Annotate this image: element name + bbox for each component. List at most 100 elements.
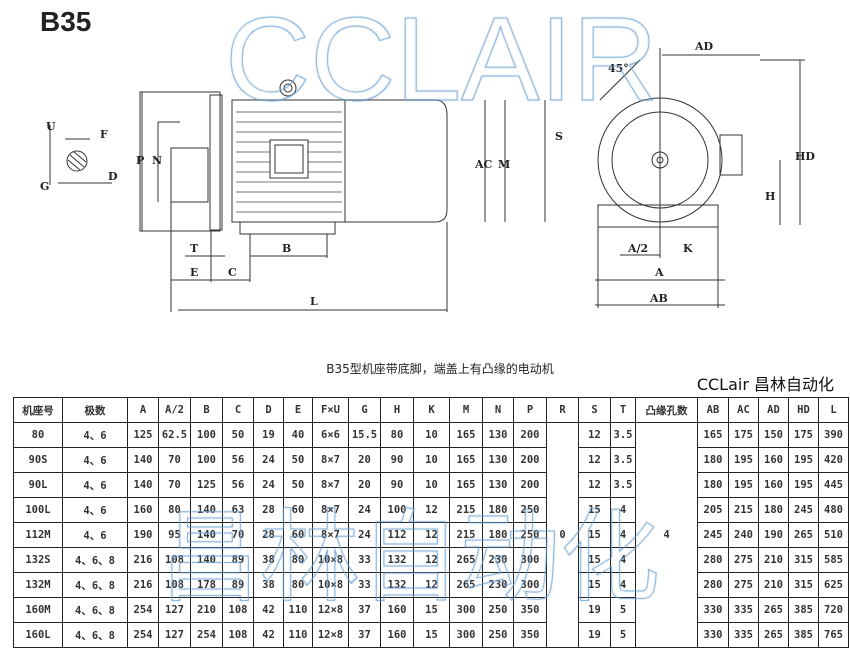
table-cell: 110 xyxy=(283,597,313,623)
table-cell: 180 xyxy=(482,522,514,548)
table-cell: 56 xyxy=(222,447,254,473)
table-cell: 385 xyxy=(788,622,819,648)
table-cell: 37 xyxy=(348,597,381,623)
cell-flange-holes-merged: 4 xyxy=(635,422,698,648)
label-p: P xyxy=(136,154,144,167)
table-cell: 420 xyxy=(818,447,849,473)
table-cell: 38 xyxy=(253,547,284,573)
column-header: A xyxy=(127,397,159,423)
table-cell: 89 xyxy=(222,572,254,598)
table-cell: 265 xyxy=(758,622,789,648)
table-cell: 10 xyxy=(413,422,450,448)
table-cell: 300 xyxy=(449,597,483,623)
table-cell: 24 xyxy=(348,497,381,523)
table-cell: 160M xyxy=(13,597,63,623)
table-cell: 300 xyxy=(513,572,547,598)
table-cell: 178 xyxy=(190,572,223,598)
label-ab: AB xyxy=(649,292,668,305)
column-header: AC xyxy=(728,397,759,423)
table-cell: 160 xyxy=(758,472,789,498)
table-cell: 24 xyxy=(253,472,284,498)
table-cell: 140 xyxy=(127,472,159,498)
table-cell: 4、6 xyxy=(62,522,128,548)
column-header: M xyxy=(449,397,483,423)
table-cell: 112M xyxy=(13,522,63,548)
table-cell: 15 xyxy=(413,622,450,648)
table-cell: 10 xyxy=(413,472,450,498)
table-cell: 127 xyxy=(158,622,191,648)
table-cell: 90 xyxy=(380,472,414,498)
label-h: H xyxy=(765,190,775,203)
table-cell: 108 xyxy=(222,622,254,648)
table-cell: 19 xyxy=(578,622,611,648)
table-cell: 195 xyxy=(728,472,759,498)
label-hd: HD xyxy=(795,150,815,163)
table-cell: 12 xyxy=(413,547,450,573)
column-header: S xyxy=(578,397,611,423)
column-header: T xyxy=(610,397,636,423)
table-cell: 160L xyxy=(13,622,63,648)
table-cell: 254 xyxy=(190,622,223,648)
table-cell: 180 xyxy=(758,497,789,523)
table-cell: 4、6 xyxy=(62,497,128,523)
table-cell: 50 xyxy=(222,422,254,448)
table-cell: 12 xyxy=(413,572,450,598)
table-cell: 140 xyxy=(190,497,223,523)
column-header: C xyxy=(222,397,254,423)
table-cell: 250 xyxy=(482,622,514,648)
table-cell: 5 xyxy=(610,597,636,623)
table-cell: 50 xyxy=(283,472,313,498)
table-cell: 210 xyxy=(758,547,789,573)
table-cell: 4 xyxy=(610,522,636,548)
table-cell: 33 xyxy=(348,572,381,598)
table-cell: 56 xyxy=(222,472,254,498)
table-cell: 230 xyxy=(482,547,514,573)
label-c: C xyxy=(228,266,237,279)
table-cell: 130 xyxy=(482,422,514,448)
table-cell: 63 xyxy=(222,497,254,523)
table-cell: 200 xyxy=(513,422,547,448)
table-cell: 90S xyxy=(13,447,63,473)
dimension-labels: U F G D P N T B E C L AC M S AD 45° HD H… xyxy=(40,40,815,308)
table-cell: 265 xyxy=(758,597,789,623)
table-cell: 335 xyxy=(728,622,759,648)
table-cell: 180 xyxy=(697,447,729,473)
table-cell: 127 xyxy=(158,597,191,623)
table-cell: 250 xyxy=(482,597,514,623)
table-cell: 15 xyxy=(413,597,450,623)
table-cell: 80 xyxy=(380,422,414,448)
column-header: E xyxy=(283,397,313,423)
table-cell: 15.5 xyxy=(348,422,381,448)
table-cell: 4 xyxy=(610,572,636,598)
column-header: L xyxy=(818,397,849,423)
table-cell: 510 xyxy=(818,522,849,548)
column-header: D xyxy=(253,397,284,423)
label-l: L xyxy=(310,295,318,308)
table-cell: 42 xyxy=(253,622,284,648)
table-cell: 80 xyxy=(158,497,191,523)
table-cell: 250 xyxy=(513,497,547,523)
table-cell: 175 xyxy=(728,422,759,448)
table-cell: 210 xyxy=(758,572,789,598)
table-cell: 195 xyxy=(788,447,819,473)
table-cell: 12×8 xyxy=(312,622,349,648)
table-cell: 33 xyxy=(348,547,381,573)
table-cell: 390 xyxy=(818,422,849,448)
table-cell: 12×8 xyxy=(312,597,349,623)
label-ad: AD xyxy=(694,40,714,53)
table-cell: 37 xyxy=(348,622,381,648)
table-cell: 130 xyxy=(482,472,514,498)
table-cell: 190 xyxy=(758,522,789,548)
table-cell: 100 xyxy=(380,497,414,523)
table-cell: 315 xyxy=(788,572,819,598)
table-cell: 80 xyxy=(13,422,63,448)
table-cell: 165 xyxy=(697,422,729,448)
table-cell: 180 xyxy=(482,497,514,523)
table-cell: 335 xyxy=(728,597,759,623)
